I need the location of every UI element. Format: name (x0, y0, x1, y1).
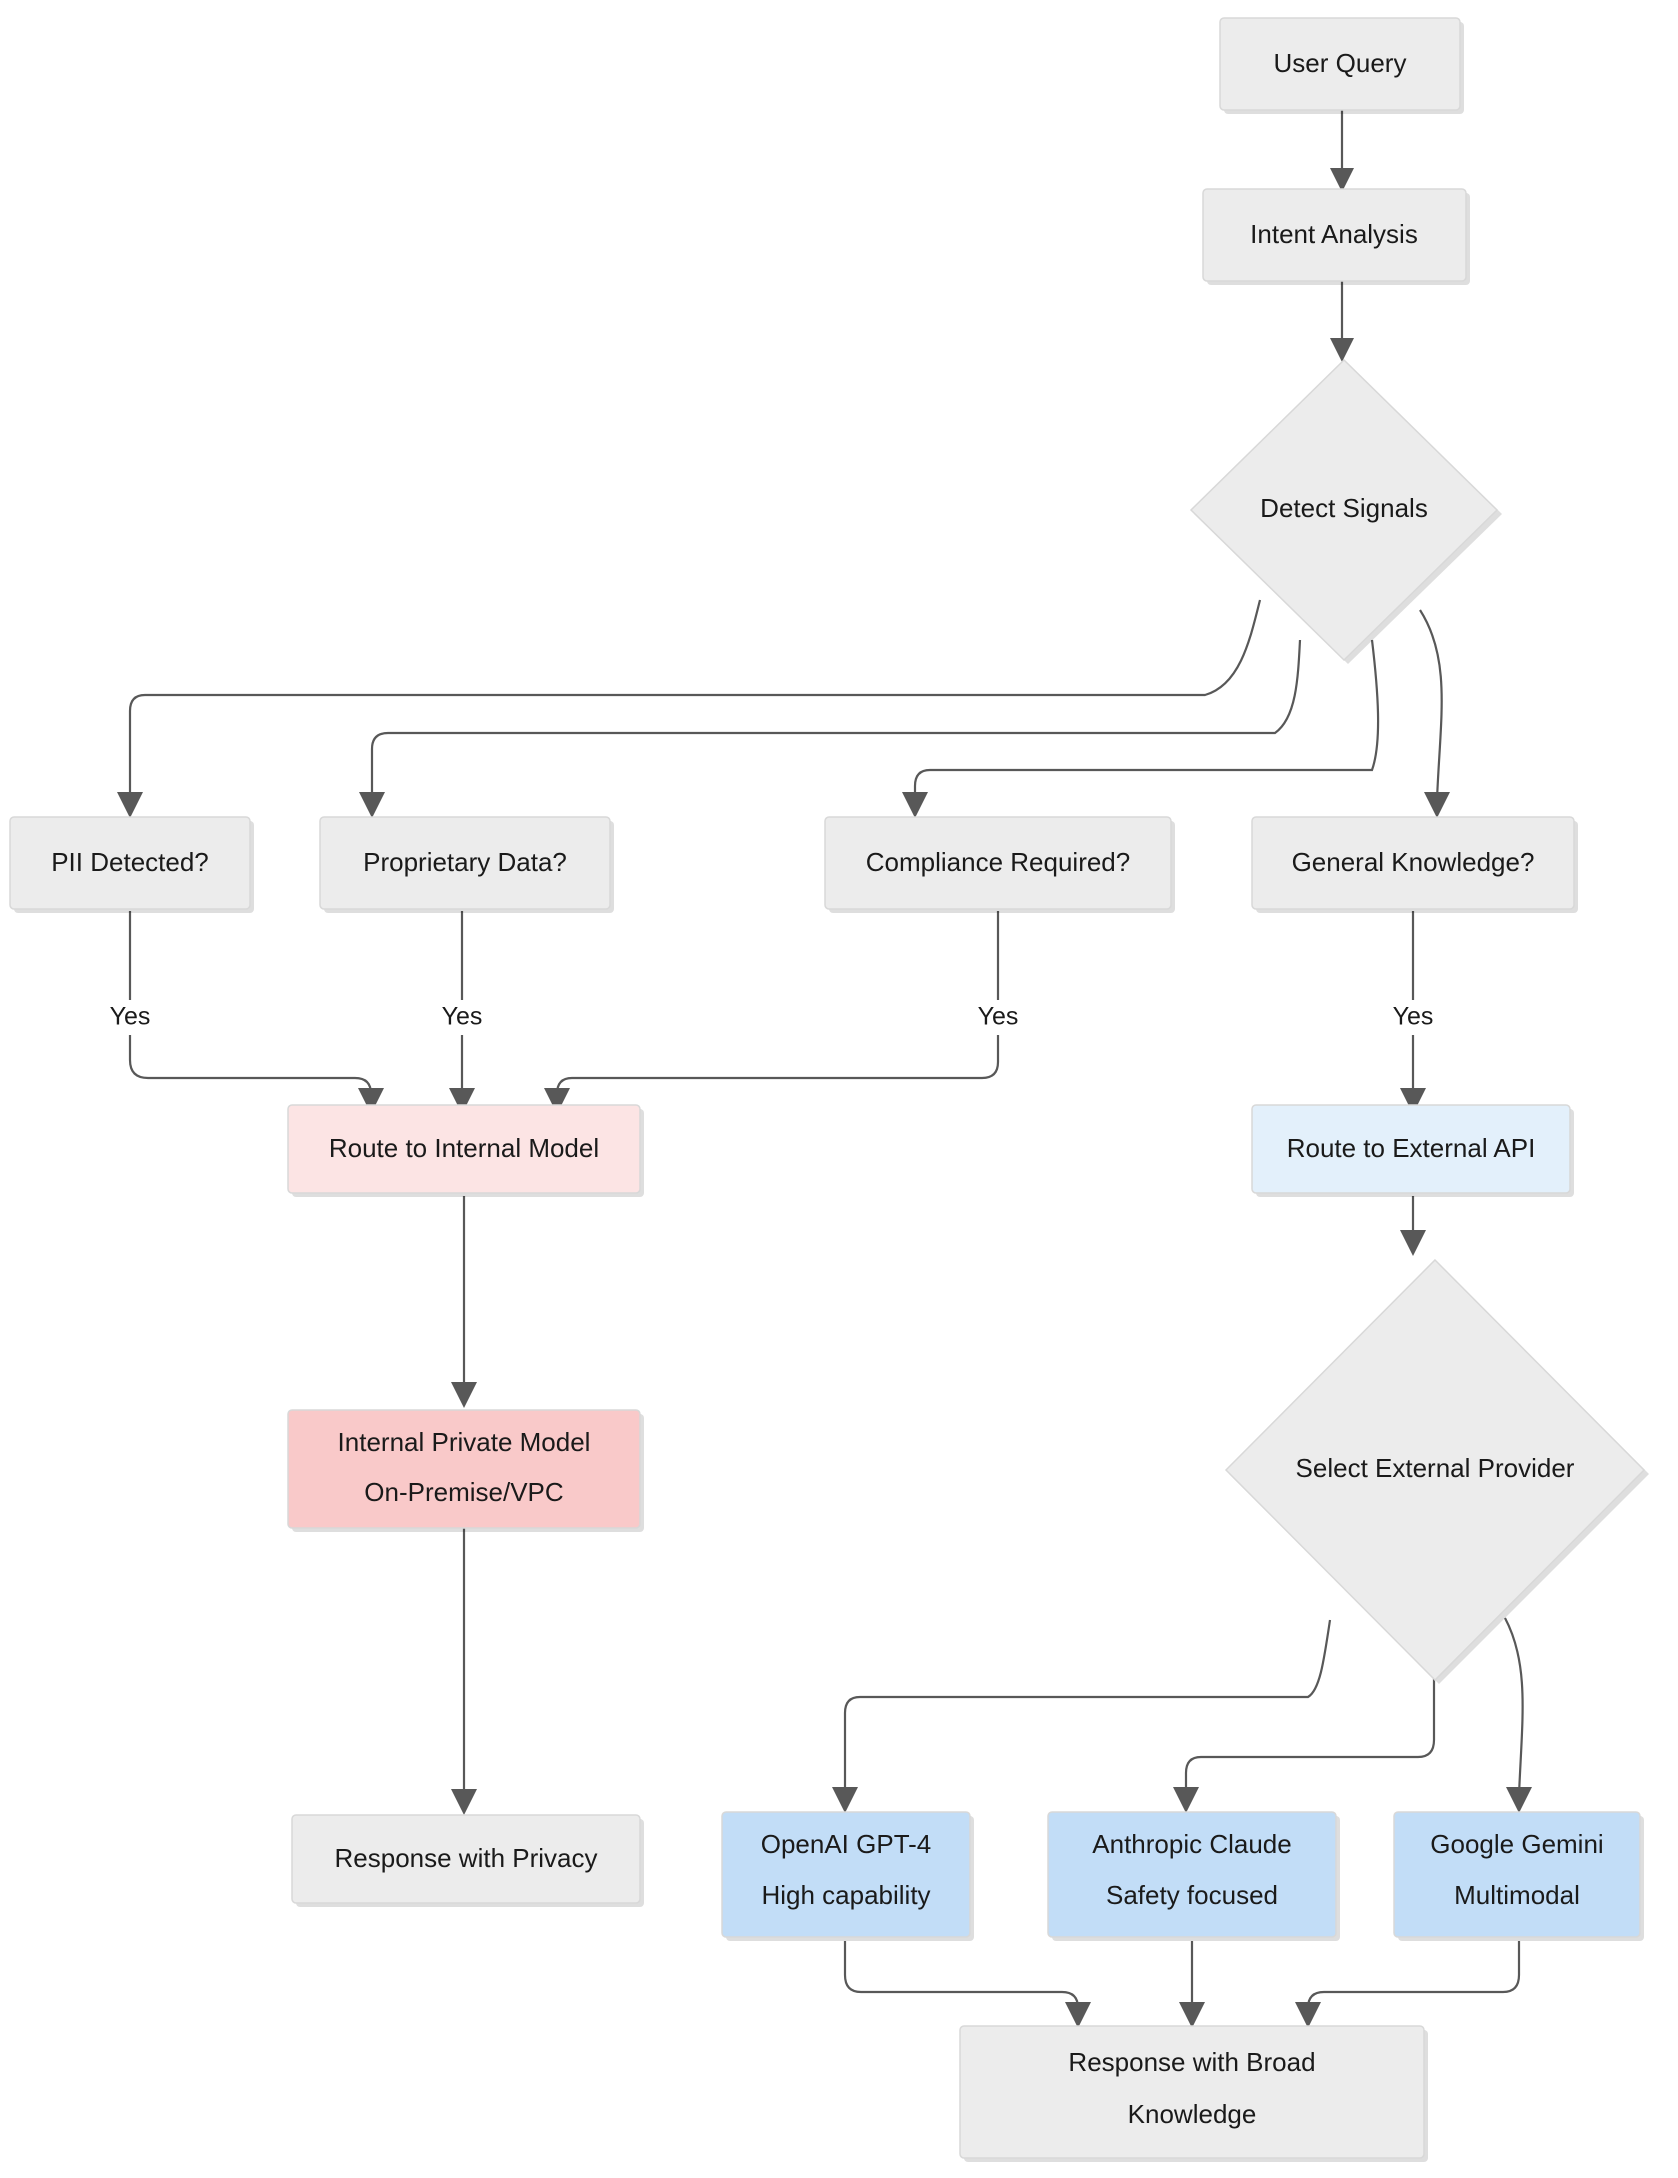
node-label-google-line1: Google Gemini (1430, 1829, 1603, 1859)
node-label-anthropic-line2: Safety focused (1106, 1880, 1278, 1910)
node-anthropic-claude[interactable]: Anthropic Claude Safety focused (1047, 1811, 1340, 1941)
node-label-anthropic-line1: Anthropic Claude (1092, 1829, 1291, 1859)
edge-compliance-required-to-route-internal (544, 911, 1000, 1114)
edge-labels-layer: Yes Yes Yes Yes (110, 1003, 1434, 1031)
node-label-openai-line2: High capability (761, 1880, 930, 1910)
edge-anthropic-to-response-broad (1179, 1941, 1205, 2028)
node-select-external-provider[interactable]: Select External Provider (1224, 1258, 1649, 1684)
edge-route-internal-to-internal-private-model (451, 1196, 477, 1408)
node-label-pii-detected: PII Detected? (51, 847, 209, 877)
node-pii-detected[interactable]: PII Detected? (9, 816, 254, 913)
edge-pii-detected-to-route-internal (128, 911, 384, 1114)
node-label-intent-analysis: Intent Analysis (1250, 219, 1418, 249)
node-intent-analysis[interactable]: Intent Analysis (1202, 188, 1470, 285)
edge-label-proprietary-yes: Yes (442, 1003, 483, 1031)
node-label-select-external-provider: Select External Provider (1296, 1453, 1575, 1483)
edge-detect-signals-to-compliance-required (902, 639, 1380, 818)
node-route-to-external-api[interactable]: Route to External API (1251, 1104, 1574, 1197)
node-label-google-line2: Multimodal (1454, 1880, 1580, 1910)
node-proprietary-data[interactable]: Proprietary Data? (319, 816, 614, 913)
edge-proprietary-data-to-route-internal (449, 911, 475, 1114)
node-compliance-required[interactable]: Compliance Required? (824, 816, 1175, 913)
node-label-openai-line1: OpenAI GPT-4 (761, 1829, 932, 1859)
node-label-general-knowledge: General Knowledge? (1292, 847, 1535, 877)
nodes-layer: User Query Intent Analysis Detect Signal… (9, 17, 1649, 2162)
node-label-user-query: User Query (1274, 48, 1407, 78)
edge-intent-analysis-to-detect-signals (1330, 281, 1354, 362)
edge-label-compliance-yes: Yes (978, 1003, 1019, 1031)
node-openai-gpt4[interactable]: OpenAI GPT-4 High capability (721, 1811, 974, 1941)
node-label-response-with-privacy: Response with Privacy (335, 1843, 598, 1873)
node-label-internal-private-model-line1: Internal Private Model (338, 1427, 591, 1457)
edge-label-pii-yes: Yes (110, 1003, 151, 1031)
node-response-with-privacy[interactable]: Response with Privacy (291, 1814, 644, 1907)
node-label-route-to-external-api: Route to External API (1287, 1133, 1536, 1163)
node-label-route-to-internal-model: Route to Internal Model (329, 1133, 599, 1163)
edge-select-provider-to-google (1504, 1617, 1532, 1813)
node-label-detect-signals: Detect Signals (1260, 493, 1428, 523)
edge-user-query-to-intent-analysis (1330, 108, 1354, 192)
edge-detect-signals-to-general-knowledge (1419, 609, 1450, 818)
edge-detect-signals-to-pii-detected (117, 599, 1262, 818)
edge-label-general-yes: Yes (1393, 1003, 1434, 1031)
node-label-internal-private-model-line2: On-Premise/VPC (364, 1477, 563, 1507)
node-label-response-broad-line2: Knowledge (1128, 2099, 1257, 2129)
node-label-response-broad-line1: Response with Broad (1068, 2047, 1315, 2077)
edge-general-knowledge-to-route-external (1400, 911, 1426, 1114)
edge-google-to-response-broad (1295, 1941, 1521, 2028)
edge-detect-signals-to-proprietary-data (359, 639, 1302, 818)
edge-select-provider-to-anthropic (1173, 1653, 1436, 1813)
edge-internal-private-model-to-response-privacy (451, 1526, 477, 1815)
node-google-gemini[interactable]: Google Gemini Multimodal (1393, 1811, 1644, 1941)
edges-layer (117, 108, 1532, 2028)
node-label-compliance-required: Compliance Required? (866, 847, 1130, 877)
node-response-with-broad-knowledge[interactable]: Response with Broad Knowledge (959, 2025, 1428, 2162)
edge-route-external-to-select-provider (1400, 1196, 1426, 1256)
node-general-knowledge[interactable]: General Knowledge? (1251, 816, 1578, 913)
node-internal-private-model[interactable]: Internal Private Model On-Premise/VPC (287, 1409, 644, 1532)
node-label-proprietary-data: Proprietary Data? (363, 847, 567, 877)
node-route-to-internal-model[interactable]: Route to Internal Model (287, 1104, 644, 1197)
edge-openai-to-response-broad (843, 1941, 1091, 2028)
node-detect-signals[interactable]: Detect Signals (1189, 358, 1502, 664)
node-user-query[interactable]: User Query (1219, 17, 1464, 114)
edge-select-provider-to-openai (832, 1619, 1332, 1813)
